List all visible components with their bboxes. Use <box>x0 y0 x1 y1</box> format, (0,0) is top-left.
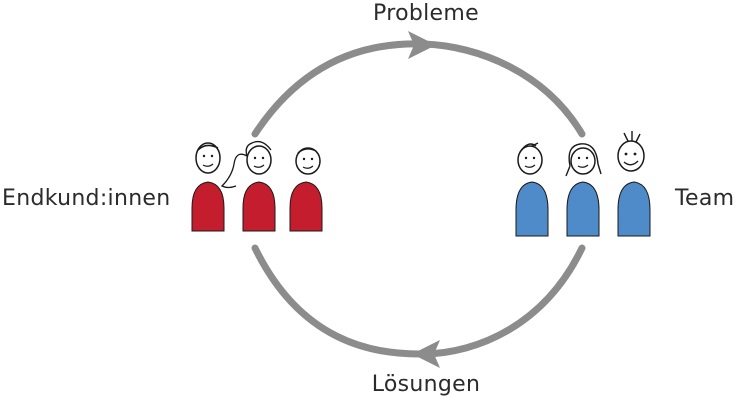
team-figure <box>565 143 602 237</box>
customer-figure <box>191 142 225 232</box>
arrow-left-icon <box>412 340 440 368</box>
label-problems: Probleme <box>373 1 479 26</box>
label-team: Team <box>675 186 735 211</box>
cycle-arc-top <box>251 40 586 138</box>
label-solutions: Lösungen <box>371 372 481 397</box>
team-figure <box>617 131 651 237</box>
customer-figure <box>289 147 323 232</box>
label-customers: Endkund:innen <box>2 186 171 211</box>
customer-figure <box>220 140 276 232</box>
team-group <box>515 131 651 237</box>
cycle-arc-bottom <box>251 244 586 358</box>
customers-group <box>191 140 323 232</box>
team-figure <box>515 142 549 237</box>
arrow-right-icon <box>408 31 436 59</box>
